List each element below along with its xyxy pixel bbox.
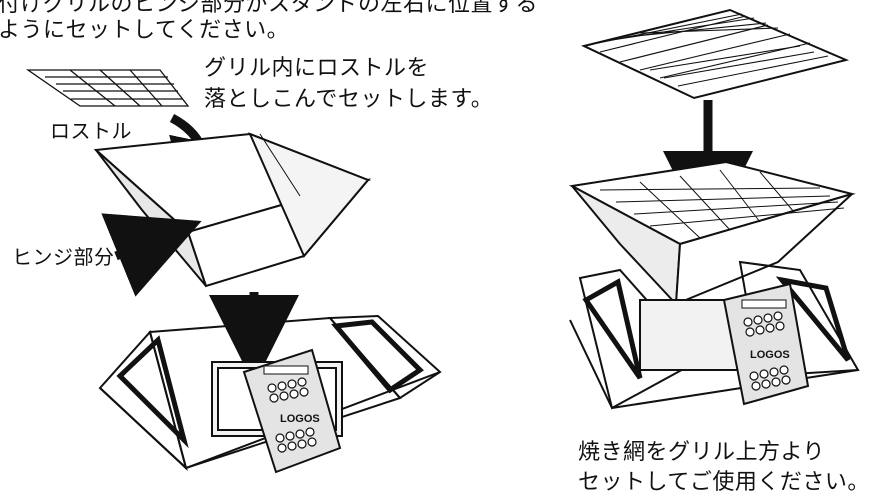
- intro-text: 付けグリルのヒンジ部分がスタンドの左右に位置する ようにセットしてください。: [0, 0, 538, 44]
- logos-brand-left: LOGOS: [280, 413, 320, 425]
- rostle-label: ロストル: [50, 119, 132, 143]
- mesh-grate: [581, 8, 850, 100]
- logos-brand-right: LOGOS: [750, 349, 790, 361]
- grill-bowl: [93, 132, 372, 288]
- caption-line-2: セットしてご使用ください。: [578, 470, 870, 495]
- instruction-line-1: グリル内にロストルを: [204, 56, 430, 81]
- grill-with-mesh: [568, 160, 856, 307]
- instruction-line-2: 落としこんでセットします。: [204, 87, 494, 112]
- logos-plate-left: LOGOS: [242, 348, 342, 474]
- intro-line-1: 付けグリルのヒンジ部分がスタンドの左右に位置する: [0, 0, 539, 17]
- rostle-grate: [25, 69, 190, 107]
- hinge-arrow: [101, 213, 202, 297]
- hinge-label: ヒンジ部分: [12, 245, 115, 269]
- logos-plate-right: LOGOS: [722, 282, 810, 406]
- intro-line-2: ようにセットしてください。: [0, 18, 290, 43]
- caption-line-1: 焼き網をグリル上方より: [578, 440, 826, 465]
